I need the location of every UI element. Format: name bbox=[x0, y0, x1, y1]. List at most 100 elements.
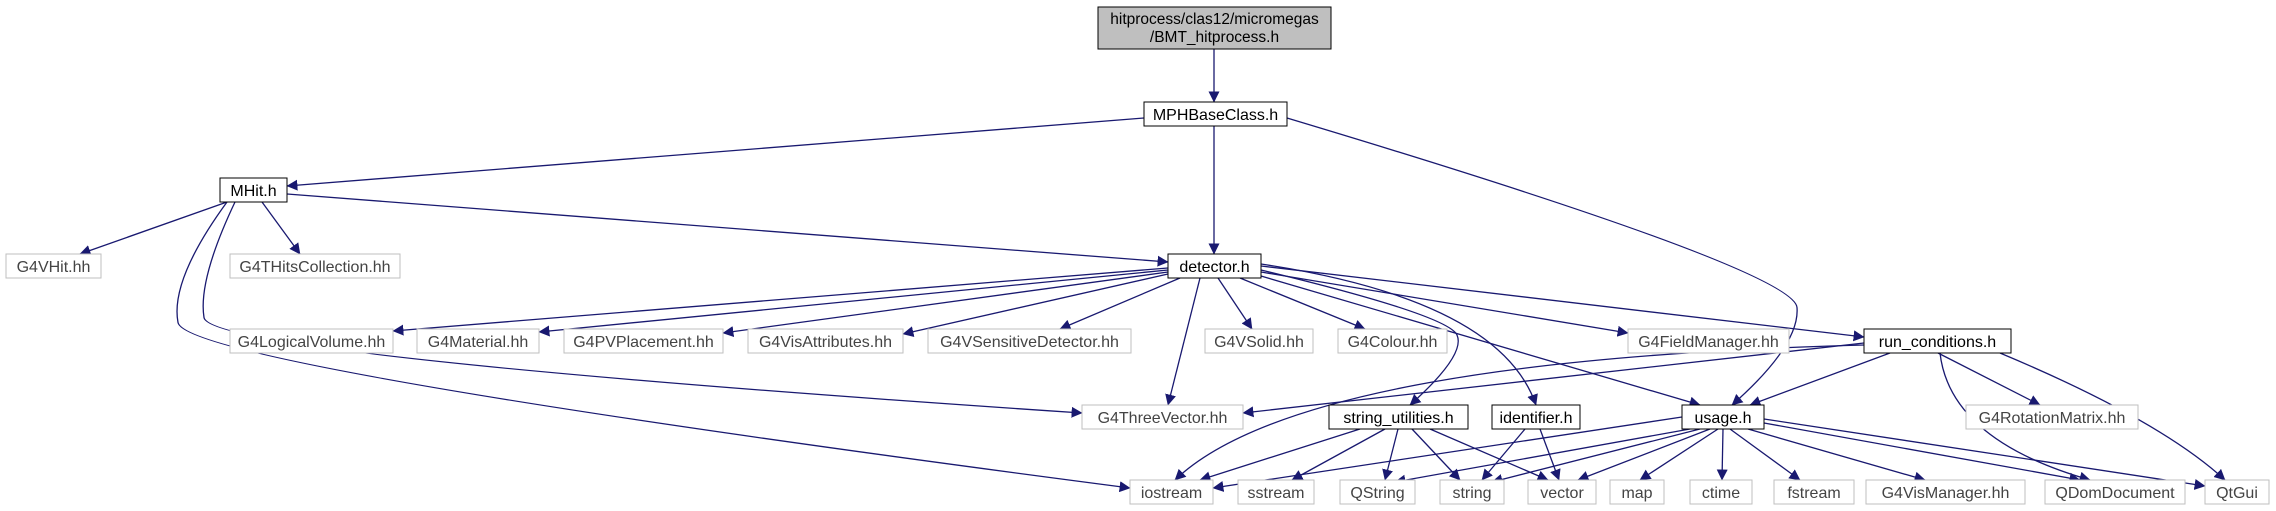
node-box bbox=[1965, 404, 2139, 430]
node-box bbox=[563, 328, 724, 354]
node-label: G4VisManager.hh bbox=[1882, 485, 2010, 502]
node-box bbox=[1143, 101, 1288, 127]
node-label: G4VSolid.hh bbox=[1214, 334, 1304, 351]
node-box bbox=[219, 177, 288, 203]
node-box bbox=[5, 253, 102, 279]
node-box bbox=[1773, 479, 1855, 505]
node-sstream: sstream bbox=[1237, 479, 1315, 505]
node-box bbox=[1237, 479, 1315, 505]
node-box bbox=[1328, 404, 1469, 430]
node-g4colour-hh: G4Colour.hh bbox=[1337, 328, 1448, 354]
node-label: detector.h bbox=[1179, 259, 1249, 276]
edge-run-conditions-h-to-g4rotationmatrix-hh bbox=[1937, 352, 2041, 406]
node-g4vsensitivedetector-hh: G4VSensitiveDetector.hh bbox=[927, 328, 1132, 354]
node-string: string bbox=[1439, 479, 1505, 505]
edge-string-utilities-h-to-sstream bbox=[1291, 428, 1386, 481]
edge-usage-h-to-map bbox=[1639, 428, 1719, 481]
node-run-conditions-h[interactable]: run_conditions.h bbox=[1863, 328, 2012, 354]
node-label: iostream bbox=[1141, 485, 1202, 502]
node-box bbox=[1167, 253, 1262, 279]
edge-identifier-h-to-string bbox=[1481, 428, 1526, 481]
edge-run-conditions-h-to-g4threevector-hh bbox=[1242, 342, 1865, 418]
node-string-utilities-h[interactable]: string_utilities.h bbox=[1328, 404, 1469, 430]
node-box bbox=[1204, 328, 1314, 354]
node-iostream: iostream bbox=[1129, 479, 1214, 505]
node-label: G4ThreeVector.hh bbox=[1098, 410, 1228, 427]
edge-detector-h-to-g4vsolid-hh bbox=[1217, 277, 1253, 330]
node-g4threevector-hh: G4ThreeVector.hh bbox=[1081, 404, 1244, 430]
edges-layer bbox=[79, 49, 2226, 493]
node-label: G4LogicalVolume.hh bbox=[238, 334, 386, 351]
node-g4logicalvolume-hh: G4LogicalVolume.hh bbox=[229, 328, 394, 354]
edge-string-utilities-h-to-qstring bbox=[1382, 428, 1399, 481]
node-label: G4RotationMatrix.hh bbox=[1979, 410, 2126, 427]
node-label: MPHBaseClass.h bbox=[1153, 107, 1278, 124]
node-qdomdocument: QDomDocument bbox=[2044, 479, 2186, 505]
node-box bbox=[1609, 479, 1665, 505]
node-box bbox=[1689, 479, 1753, 505]
edge-detector-h-to-g4visattributes-hh bbox=[902, 273, 1169, 338]
node-label: sstream bbox=[1248, 485, 1305, 502]
node-label: G4Colour.hh bbox=[1348, 334, 1438, 351]
node-box bbox=[1339, 479, 1416, 505]
node-box bbox=[747, 328, 904, 354]
node-g4vismanager-hh: G4VisManager.hh bbox=[1865, 479, 2026, 505]
edge-detector-h-to-g4logicalvolume-hh bbox=[392, 267, 1169, 336]
node-label: fstream bbox=[1787, 485, 1840, 502]
edge-usage-h-to-ctime bbox=[1716, 428, 1728, 481]
node-box bbox=[1627, 328, 1790, 354]
node-mphbaseclass-h[interactable]: MPHBaseClass.h bbox=[1143, 101, 1288, 127]
edge-mhit-h-to-detector-h bbox=[286, 193, 1169, 267]
node-box bbox=[416, 328, 540, 354]
node-label: G4PVPlacement.hh bbox=[573, 334, 714, 351]
node-map: map bbox=[1609, 479, 1665, 505]
edge-detector-h-to-g4colour-hh bbox=[1239, 277, 1366, 331]
node-box bbox=[1337, 328, 1448, 354]
node-fstream: fstream bbox=[1773, 479, 1855, 505]
node-g4pvplacement-hh: G4PVPlacement.hh bbox=[563, 328, 724, 354]
edge-mhit-h-to-g4thitscollection-hh bbox=[261, 201, 301, 255]
edge-run-conditions-h-to-usage-h bbox=[1749, 352, 1891, 407]
node-label: identifier.h bbox=[1500, 410, 1573, 427]
node-qstring: QString bbox=[1339, 479, 1416, 505]
edge-string-utilities-h-to-iostream bbox=[1199, 428, 1361, 483]
edge-detector-h-to-g4material-hh bbox=[538, 269, 1169, 337]
node-label: /BMT_hitprocess.h bbox=[1150, 29, 1279, 46]
node-box bbox=[1681, 404, 1765, 430]
node-qtgui: QtGui bbox=[2204, 479, 2270, 505]
node-label: G4FieldManager.hh bbox=[1638, 334, 1779, 351]
edge-usage-h-to-qstring bbox=[1394, 428, 1691, 486]
edge-detector-h-to-g4threevector-hh bbox=[1165, 277, 1201, 406]
node-detector-h[interactable]: detector.h bbox=[1167, 253, 1262, 279]
node-label: string_utilities.h bbox=[1343, 410, 1453, 427]
node-usage-h[interactable]: usage.h bbox=[1681, 404, 1765, 430]
node-label: G4Material.hh bbox=[428, 334, 529, 351]
node-label: map bbox=[1621, 485, 1652, 502]
edge-detector-h-to-run-conditions-h bbox=[1260, 265, 1865, 342]
node-label: QtGui bbox=[2216, 485, 2258, 502]
node-bmt-hitprocess-h[interactable]: hitprocess/clas12/micromegas/BMT_hitproc… bbox=[1097, 6, 1332, 50]
node-box bbox=[2204, 479, 2270, 505]
edge-mhit-h-to-g4vhit-hh bbox=[79, 201, 228, 256]
node-mhit-h[interactable]: MHit.h bbox=[219, 177, 288, 203]
node-identifier-h[interactable]: identifier.h bbox=[1491, 404, 1581, 430]
node-ctime: ctime bbox=[1689, 479, 1753, 505]
node-g4vsolid-hh: G4VSolid.hh bbox=[1204, 328, 1314, 354]
node-box bbox=[1129, 479, 1214, 505]
node-box bbox=[229, 328, 394, 354]
node-label: hitprocess/clas12/micromegas bbox=[1110, 11, 1319, 28]
node-box bbox=[1439, 479, 1505, 505]
nodes-layer: hitprocess/clas12/micromegas/BMT_hitproc… bbox=[5, 6, 2270, 505]
node-box bbox=[1081, 404, 1244, 430]
edge-usage-h-to-fstream bbox=[1729, 428, 1801, 481]
node-box bbox=[1865, 479, 2026, 505]
edge-detector-h-to-identifier-h bbox=[1260, 263, 1538, 406]
node-vector: vector bbox=[1527, 479, 1597, 505]
node-label: string bbox=[1452, 485, 1491, 502]
edge-mphbaseclass-h-to-usage-h bbox=[1286, 117, 1798, 406]
node-box bbox=[229, 253, 401, 279]
node-box bbox=[927, 328, 1132, 354]
node-g4visattributes-hh: G4VisAttributes.hh bbox=[747, 328, 904, 354]
edge-mphbaseclass-h-to-mhit-h bbox=[286, 117, 1145, 191]
